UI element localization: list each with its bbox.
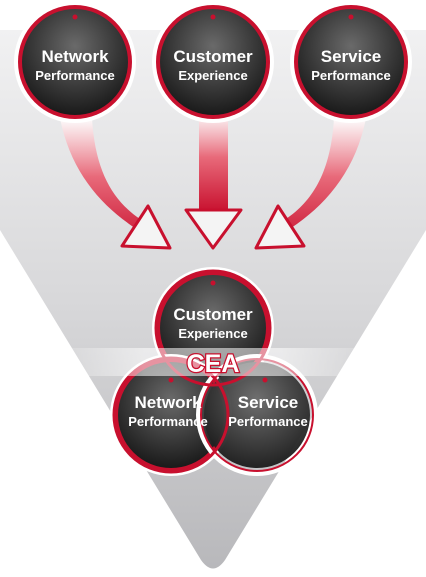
venn-highlight-band	[40, 348, 386, 376]
circle-customer-top-line2: Experience	[178, 68, 247, 83]
arrow-left	[60, 118, 172, 250]
arrow-right	[254, 118, 366, 250]
venn-customer-line1: Customer	[173, 305, 253, 324]
venn-network-line2: Performance	[128, 414, 207, 429]
venn-customer-line2: Experience	[178, 326, 247, 341]
circle-customer-top: Customer Experience	[152, 1, 274, 123]
venn-network-line1: Network	[134, 393, 202, 412]
circle-service-top: Service Performance	[290, 1, 412, 123]
circle-customer-top-line1: Customer	[173, 47, 253, 66]
circle-service-top-line2: Performance	[311, 68, 390, 83]
venn-service-line1: Service	[238, 393, 299, 412]
circle-service-top-line1: Service	[321, 47, 382, 66]
venn-cluster: Customer Experience CEA Network Performa…	[40, 267, 386, 476]
circle-network-top: Network Performance	[14, 1, 136, 123]
circle-network-top-line1: Network	[41, 47, 109, 66]
arrow-center	[184, 112, 243, 250]
venn-center-label: CEA	[187, 350, 240, 378]
circle-network-top-line2: Performance	[35, 68, 114, 83]
venn-service-line2: Performance	[228, 414, 307, 429]
